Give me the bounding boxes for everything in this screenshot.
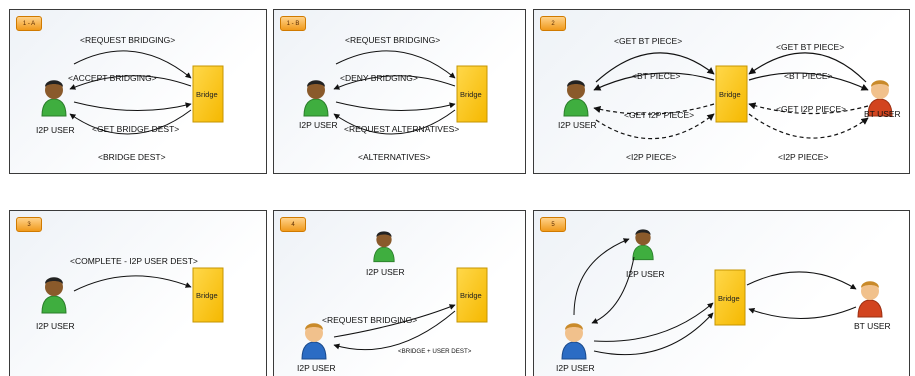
bridge-box: Bridge <box>456 267 488 323</box>
arrow-complete <box>73 275 192 292</box>
bridge-box: Bridge <box>192 267 224 323</box>
step-badge: 5 <box>540 217 566 232</box>
bridge-label: Bridge <box>460 90 482 99</box>
arrow-alternatives <box>333 109 456 135</box>
arrow-i2p-to-bridge-1 <box>593 302 714 342</box>
msg: <GET I2P PIECE> <box>776 104 846 114</box>
red-user-icon <box>867 80 893 117</box>
step-badge: 1 - B <box>280 16 306 31</box>
panel-1b: 1 - B I2P USER Bridge <REQUEST BRIDGING>… <box>273 9 526 174</box>
arrow-accept <box>69 75 192 90</box>
arrow-get-dest <box>73 101 192 112</box>
arrow-get-i2p-right <box>748 102 869 115</box>
diagram-3: I2P USER Bridge <COMPLETE - I2P USER DES… <box>36 256 224 331</box>
arrow-get-i2p-left <box>593 103 715 115</box>
arrow-bt-piece-right <box>748 72 869 91</box>
user-label: I2P USER <box>626 269 665 279</box>
arrow-bt-to-bridge <box>748 306 857 320</box>
diagram-5: I2P USER BT USER I2P USER Bridge <box>556 229 891 373</box>
msg: <COMPLETE - I2P USER DEST> <box>70 256 198 266</box>
msg: <ACCEPT BRIDGING> <box>68 73 157 83</box>
msg: <REQUEST ALTERNATIVES> <box>344 124 459 134</box>
diagram-4: I2P USER I2P USER Bridge <REQUEST BRIDGI… <box>297 231 488 373</box>
arrow-dest <box>69 109 192 135</box>
arrow-get-bt-left <box>595 52 715 83</box>
arrow-bridge-to-bt <box>746 271 857 290</box>
step-badge: 2 <box>540 16 566 31</box>
msg: <REQUEST BRIDGING> <box>80 35 175 45</box>
user-label: I2P USER <box>297 363 336 373</box>
bridge-label: Bridge <box>718 294 740 303</box>
red-user-icon <box>857 281 883 318</box>
user-label: I2P USER <box>556 363 595 373</box>
green-user-icon <box>563 80 589 117</box>
panel-2: 2 I2P USER BT USER Bridge <GET BT PIECE>… <box>533 9 910 174</box>
user-label: I2P USER <box>36 125 75 135</box>
panel-3: 3 I2P USER Bridge <COMPLETE - I2P USER D… <box>9 210 267 376</box>
arrow-alternatives-req <box>335 101 456 111</box>
bridge-label: Bridge <box>719 90 741 99</box>
bridge-box: Bridge <box>456 65 488 123</box>
green-user-icon <box>303 80 329 117</box>
arrow-request <box>333 304 456 338</box>
bridge-label: Bridge <box>196 90 218 99</box>
panel-5: 5 I2P USER BT USER I2P USER Bridge <box>533 210 910 376</box>
bridge-box: Bridge <box>715 65 748 123</box>
msg: <I2P PIECE> <box>778 152 828 162</box>
diagram-2: I2P USER BT USER Bridge <GET BT PIECE> <… <box>558 36 901 162</box>
step-badge: 4 <box>280 217 306 232</box>
arrow-bridge-user-dest <box>333 310 456 351</box>
msg: <BRIDGE + USER DEST> <box>398 348 472 355</box>
msg: <I2P PIECE> <box>626 152 676 162</box>
user-label: I2P USER <box>558 120 597 130</box>
user-label: BT USER <box>854 321 891 331</box>
bridge-label: Bridge <box>196 291 218 300</box>
user-label: BT USER <box>864 109 901 119</box>
msg: <GET I2P PIECE> <box>624 110 694 120</box>
green-user-icon <box>373 231 395 263</box>
diagram-1a: I2P USER Bridge <REQUEST BRIDGING> <ACCE… <box>36 35 224 162</box>
msg: <BT PIECE> <box>632 71 681 81</box>
bridge-box: Bridge <box>192 65 224 123</box>
panel-1a: 1 - A I2P USER Bridge <REQUEST BRIDGING>… <box>9 9 267 174</box>
step-badge: 3 <box>16 217 42 232</box>
arrow-i2p-piece-right <box>748 113 869 139</box>
green-user-icon <box>41 80 67 117</box>
user-label: I2P USER <box>299 120 338 130</box>
arrow-i2p-to-green <box>573 238 630 316</box>
bridge-box: Bridge <box>714 269 746 326</box>
user-label: I2P USER <box>36 321 75 331</box>
arrow-i2p-piece-left <box>595 113 715 140</box>
msg: <GET BT PIECE> <box>614 36 682 46</box>
diagram-1b: I2P USER Bridge <REQUEST BRIDGING> <DENY… <box>299 35 488 162</box>
arrow-get-bt-right <box>748 52 867 83</box>
msg: <ALTERNATIVES> <box>358 152 430 162</box>
arrow-request <box>73 50 192 79</box>
blue-user-icon <box>301 323 327 360</box>
msg: <BRIDGE DEST> <box>98 152 166 162</box>
msg: <BT PIECE> <box>784 71 833 81</box>
msg: <REQUEST BRIDGING> <box>345 35 440 45</box>
green-user-icon <box>632 229 654 261</box>
arrow-i2p-to-bridge-2 <box>593 312 714 356</box>
msg: <REQUEST BRIDGING> <box>322 315 417 325</box>
green-user-icon <box>41 277 67 314</box>
msg: <GET BRIDGE DEST> <box>92 124 179 134</box>
step-badge: 1 - A <box>16 16 42 31</box>
arrow-bt-piece-left <box>593 72 715 91</box>
panel-4: 4 I2P USER I2P USER Bridge <REQUEST BRID… <box>273 210 526 376</box>
blue-user-icon <box>561 323 587 360</box>
user-label: I2P USER <box>366 267 405 277</box>
arrow-green-to-i2p <box>591 256 635 324</box>
bridge-label: Bridge <box>460 291 482 300</box>
arrow-deny <box>333 75 456 90</box>
msg: <GET BT PIECE> <box>776 42 844 52</box>
msg: <DENY BRIDGING> <box>340 73 418 83</box>
arrow-request <box>335 50 456 79</box>
